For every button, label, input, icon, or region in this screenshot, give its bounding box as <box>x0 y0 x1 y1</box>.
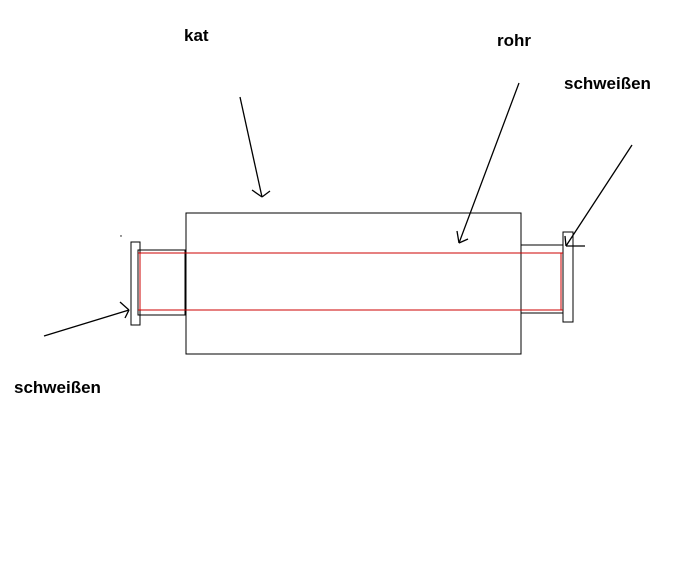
kat-body <box>185 212 522 355</box>
right-flange <box>562 231 574 323</box>
left-pipe-stub <box>137 249 186 316</box>
weld-right-arrow <box>564 144 633 247</box>
kat-arrow <box>239 96 271 198</box>
weld-left-arrow <box>43 301 130 337</box>
label-weld-right: schweißen <box>564 74 651 93</box>
stray-dot <box>120 235 122 237</box>
inner-pipe <box>138 252 563 311</box>
label-rohr: rohr <box>497 31 531 50</box>
label-kat: kat <box>184 26 209 45</box>
label-weld-left: schweißen <box>14 378 101 397</box>
left-flange <box>130 241 141 326</box>
rohr-arrow <box>456 82 520 244</box>
right-pipe-stub <box>520 244 564 314</box>
